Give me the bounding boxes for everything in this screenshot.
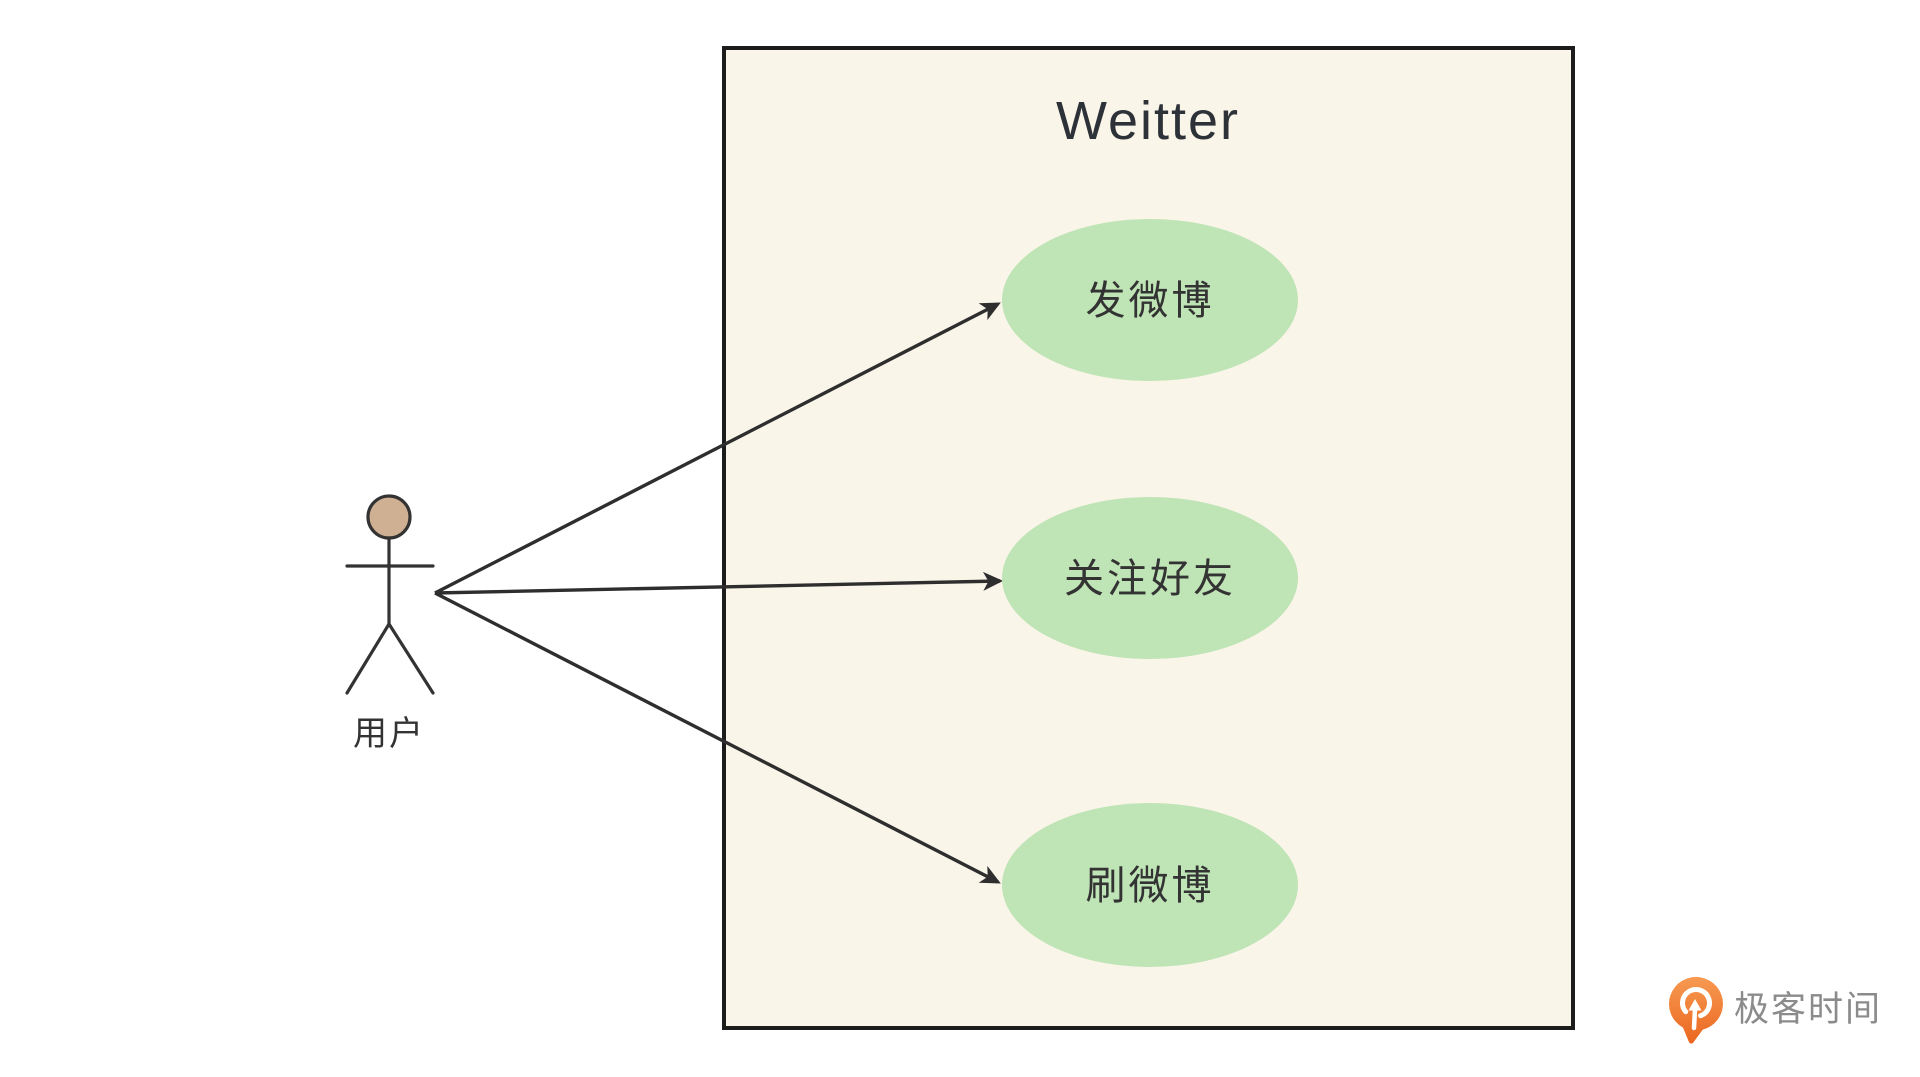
actor-user: 用户: [345, 494, 435, 753]
use-case-ellipse: [1002, 219, 1298, 381]
use-case-follow-friends: 关注好友: [1002, 497, 1298, 659]
actor-head-icon: [366, 494, 412, 540]
geektime-logo-text: 极客时间: [1734, 990, 1882, 1029]
use-case-post-weibo: 发微博: [1002, 219, 1298, 381]
use-case-label: 关注好友: [1064, 557, 1236, 601]
actor-left-leg-line: [345, 622, 391, 695]
geektime-logo-icon: [1669, 976, 1723, 1044]
actor-right-leg-line: [387, 622, 435, 695]
geektime-logo: 极客时间: [1669, 976, 1882, 1044]
use-case-ellipse: [1002, 803, 1298, 967]
association-arrow-post-weibo: [434, 302, 1001, 595]
actor-label: 用户: [353, 715, 425, 753]
use-case-ellipse: [1002, 497, 1298, 659]
association-arrow-browse-weibo: [434, 591, 1001, 884]
use-case-browse-weibo: 刷微博: [1002, 803, 1298, 967]
association-arrow-follow-friends: [434, 571, 1004, 595]
use-case-label: 发微博: [1086, 279, 1215, 323]
system-title: Weitter: [1056, 91, 1240, 151]
use-case-label: 刷微博: [1086, 864, 1215, 908]
